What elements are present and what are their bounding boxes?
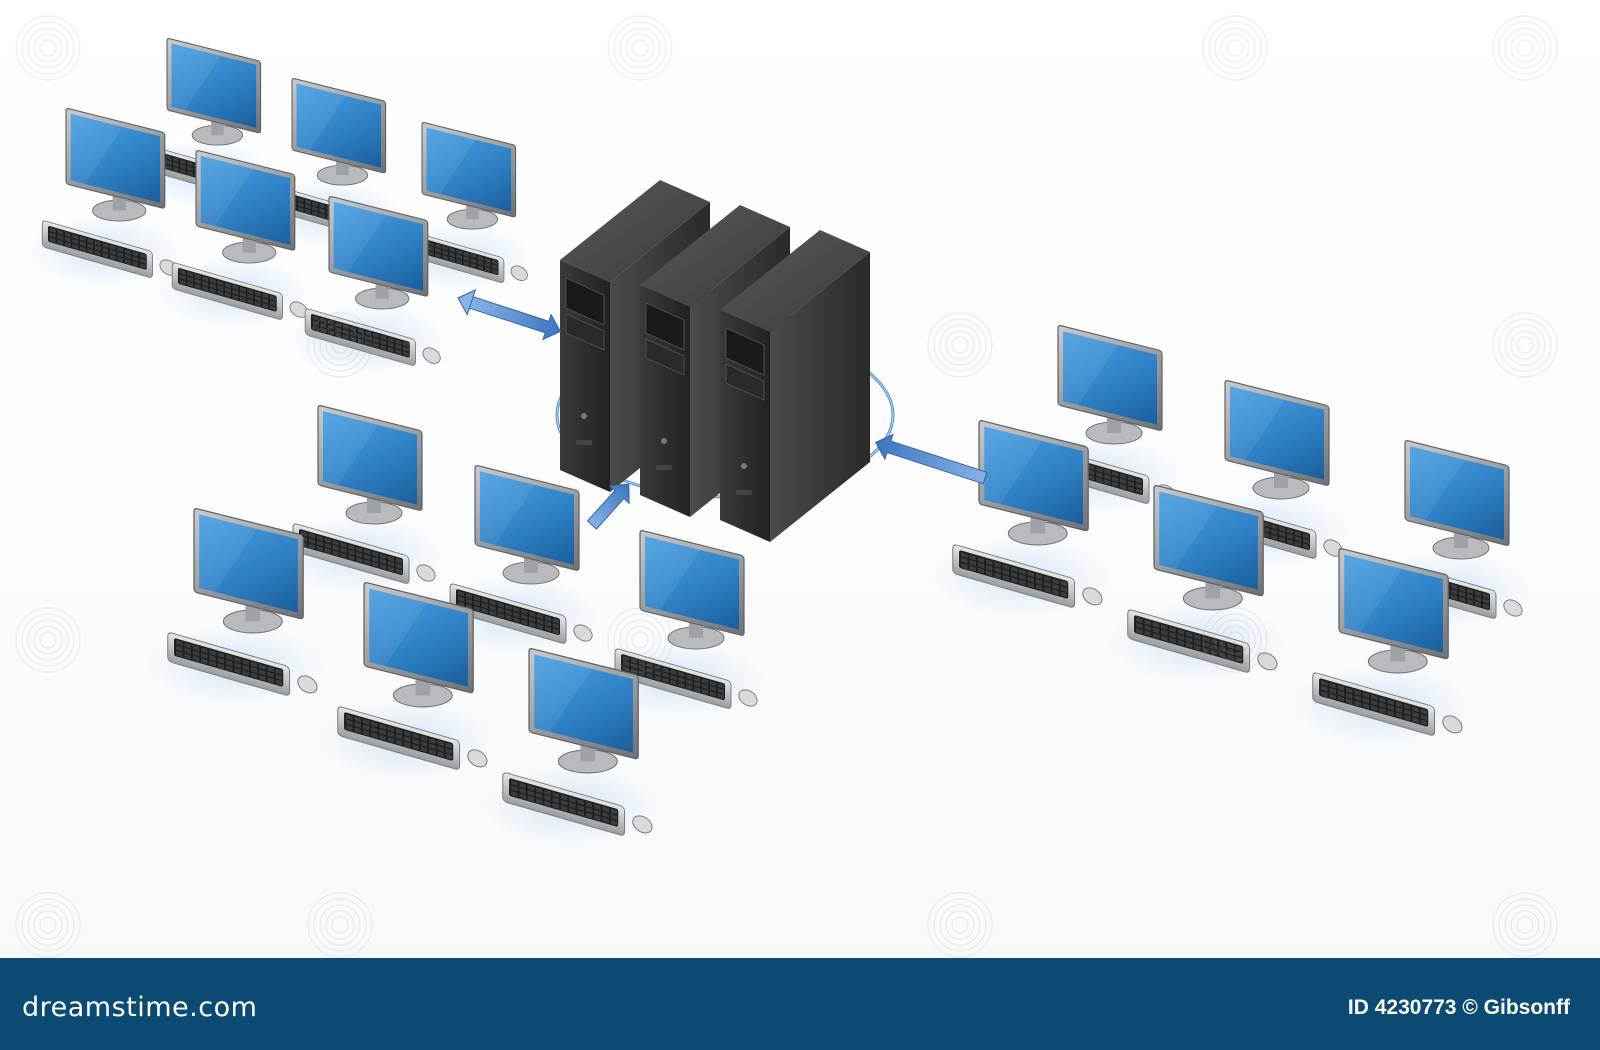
workstation-top-left-6 <box>286 196 448 375</box>
workstation-top-left-4 <box>23 108 185 287</box>
monitor <box>1224 380 1330 486</box>
mouse <box>1082 587 1103 606</box>
monitor <box>195 150 296 251</box>
screen <box>200 155 291 245</box>
keyboard <box>304 308 416 366</box>
keyboard <box>1312 672 1436 736</box>
monitor <box>1057 325 1163 431</box>
keyboard <box>337 706 461 770</box>
screen <box>426 127 512 212</box>
watermark-swirl-icon <box>607 15 673 81</box>
monitor <box>363 582 474 694</box>
copyright-symbol: © <box>1462 996 1478 1019</box>
arrow-right-link <box>874 433 988 485</box>
footer-bar: dreamstime.com ID 4230773 © Gibsonff <box>0 958 1600 1050</box>
mouse <box>422 347 441 364</box>
author-name: Gibsonff <box>1483 996 1570 1019</box>
monitor <box>1153 485 1264 597</box>
screen <box>1344 554 1443 653</box>
id-label: ID <box>1347 996 1369 1019</box>
monitor <box>978 420 1089 532</box>
watermark-swirl-icon <box>15 892 81 958</box>
keyboard <box>171 262 283 320</box>
screen <box>70 113 161 203</box>
monitor <box>528 648 639 760</box>
watermark-swirl-icon <box>607 607 673 673</box>
monitor <box>291 78 387 174</box>
watermark-swirl-icon <box>15 607 81 673</box>
workstation-bottom-left-4 <box>146 508 326 706</box>
arrow-top-left-link <box>467 295 562 341</box>
screen <box>171 43 257 128</box>
screen <box>199 514 298 613</box>
keyboard <box>167 632 291 696</box>
keyboard <box>502 772 626 836</box>
mouse <box>1503 599 1523 617</box>
workstation-bottom-left-1 <box>273 405 443 593</box>
workstation-bottom-left-5 <box>316 582 496 780</box>
screen <box>1410 446 1504 540</box>
dreamstime-logo: dreamstime.com <box>22 992 258 1023</box>
mouse <box>573 624 593 642</box>
screen <box>369 588 468 687</box>
mouse <box>416 564 436 582</box>
mouse <box>632 815 653 834</box>
workstation-right-4 <box>931 420 1111 618</box>
server-tower-3 <box>720 230 870 542</box>
monitor <box>1404 440 1510 546</box>
screen <box>480 471 574 565</box>
screen <box>534 654 633 753</box>
mouse <box>297 675 318 694</box>
watermark-swirl-icon <box>1492 15 1558 81</box>
screen <box>333 201 424 291</box>
monitor <box>1338 548 1449 660</box>
screen <box>1230 386 1324 480</box>
image-id-credit: ID 4230773 © Gibsonff <box>1348 996 1570 1020</box>
watermark-swirl-icon <box>307 892 373 958</box>
screen <box>323 411 417 505</box>
watermark-swirl-icon <box>927 892 993 958</box>
keyboard <box>952 544 1076 608</box>
screen <box>296 83 382 168</box>
watermark-swirl-icon <box>1202 607 1268 673</box>
keyboard <box>41 220 153 278</box>
workstation-right-6 <box>1291 548 1471 746</box>
monitor <box>421 122 517 218</box>
monitor <box>166 38 262 134</box>
monitor <box>328 196 429 297</box>
watermark-swirl-icon <box>1492 892 1558 958</box>
watermark-swirl-icon <box>927 312 993 378</box>
watermark-swirl-icon <box>1492 312 1558 378</box>
keyboard <box>1127 609 1251 673</box>
arrow-bottom-link <box>586 483 630 530</box>
watermark-swirl-icon <box>307 312 373 378</box>
watermark-swirl-icon <box>1202 15 1268 81</box>
monitor <box>65 108 166 209</box>
mouse <box>738 689 758 707</box>
workstation-top-left-5 <box>153 150 315 329</box>
watermark-swirl-icon <box>15 15 81 81</box>
mouse <box>510 265 528 281</box>
screen <box>984 426 1083 525</box>
monitor <box>474 465 580 571</box>
network-diagram-picture <box>15 15 1558 958</box>
workstation-bottom-left-6 <box>481 648 661 846</box>
screen <box>1063 331 1157 425</box>
workstation-bottom-left-3 <box>595 530 765 718</box>
network-illustration <box>0 0 1600 958</box>
workstation-right-5 <box>1106 485 1286 683</box>
mouse <box>467 749 488 768</box>
monitor <box>317 405 423 511</box>
screen <box>645 536 739 630</box>
id-number: 4230773 <box>1374 996 1457 1019</box>
mouse <box>1257 652 1278 671</box>
keyboard <box>614 648 732 709</box>
monitor <box>639 530 745 636</box>
keyboard <box>449 583 567 644</box>
screen <box>1159 491 1258 590</box>
monitor <box>193 508 304 620</box>
mouse <box>1442 715 1463 734</box>
